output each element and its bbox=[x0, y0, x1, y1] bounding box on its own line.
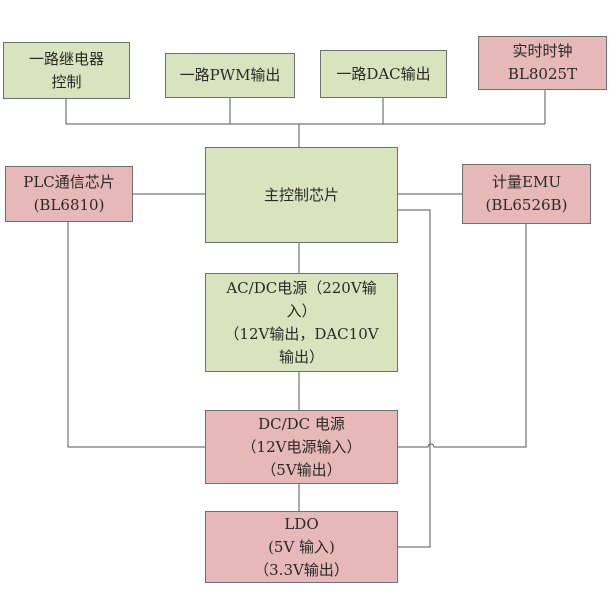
dcdc-power-label-3: （5V输出） bbox=[261, 460, 342, 479]
dac-output-block: 一路DAC输出 bbox=[320, 50, 447, 98]
acdc-power-label-2: 入） bbox=[286, 301, 317, 320]
emu-label-2: (BL6526B) bbox=[485, 196, 568, 214]
acdc-power-label-3: （12V输出，DAC10V bbox=[224, 324, 379, 343]
rtc-block: 实时时钟 BL8025T bbox=[478, 36, 607, 90]
ldo-label-1: LDO bbox=[284, 514, 319, 533]
main-controller-block: 主控制芯片 bbox=[205, 147, 398, 243]
pwm-output-label: 一路PWM输出 bbox=[179, 66, 281, 84]
ldo-block: LDO (5V 输入) （3.3V输出） bbox=[205, 511, 398, 583]
plc-chip-label-2: (BL6810) bbox=[33, 196, 105, 214]
acdc-power-label-1: AC/DC电源（220V输 bbox=[226, 278, 377, 297]
emu-label-1: 计量EMU bbox=[492, 173, 561, 191]
plc-chip-block: PLC通信芯片 (BL6810) bbox=[5, 166, 133, 222]
wire-plc-dcdc bbox=[67, 222, 205, 448]
rtc-label-2: BL8025T bbox=[507, 65, 578, 83]
relay-control-label-1: 一路继电器 bbox=[28, 49, 104, 68]
pwm-output-block: 一路PWM输出 bbox=[165, 53, 295, 98]
acdc-power-label-4: 输出） bbox=[278, 347, 324, 366]
ldo-label-2: (5V 输入) bbox=[268, 537, 335, 556]
rtc-label-1: 实时时钟 bbox=[512, 42, 573, 60]
ldo-label-3: （3.3V输出） bbox=[254, 560, 349, 579]
main-controller-label: 主控制芯片 bbox=[263, 185, 339, 204]
acdc-power-block: AC/DC电源（220V输 入） （12V输出，DAC10V 输出） bbox=[205, 273, 398, 372]
dcdc-power-block: DC/DC 电源 （12V电源输入） （5V输出） bbox=[205, 410, 398, 484]
relay-control-block: 一路继电器 控制 bbox=[3, 42, 130, 99]
emu-block: 计量EMU (BL6526B) bbox=[462, 164, 591, 224]
dcdc-power-label-2: （12V电源输入） bbox=[241, 437, 362, 456]
dcdc-power-label-1: DC/DC 电源 bbox=[258, 414, 345, 433]
plc-chip-label-1: PLC通信芯片 bbox=[23, 173, 115, 191]
wire-emu-dcdc bbox=[398, 224, 527, 448]
wire-mcu-ldo bbox=[398, 209, 431, 548]
dac-output-label: 一路DAC输出 bbox=[336, 64, 431, 83]
relay-control-label-2: 控制 bbox=[51, 72, 82, 91]
